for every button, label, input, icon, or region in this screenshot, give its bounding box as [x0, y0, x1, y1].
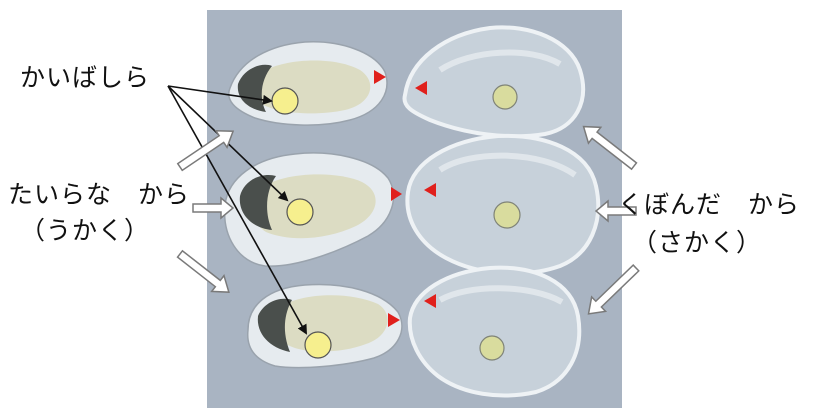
oyster-meat — [253, 60, 370, 113]
adductor-muscle-label: かいばしら — [20, 63, 150, 93]
cupped-shell-sublabel: （さかく） — [632, 228, 762, 258]
yellow-circle-icon — [287, 199, 313, 225]
yellow-circle-icon — [272, 88, 298, 114]
flat-shell-sublabel: （うかく） — [20, 216, 150, 246]
cupped-shell-bottom — [410, 268, 579, 396]
yellow-circle-icon — [494, 202, 520, 228]
yellow-circle-icon — [493, 85, 517, 109]
yellow-circle-icon — [305, 332, 331, 358]
cupped-shell-label: くぼんだ から — [618, 190, 800, 220]
flat-shell-label: たいらな から — [8, 180, 190, 210]
yellow-circle-icon — [480, 336, 504, 360]
